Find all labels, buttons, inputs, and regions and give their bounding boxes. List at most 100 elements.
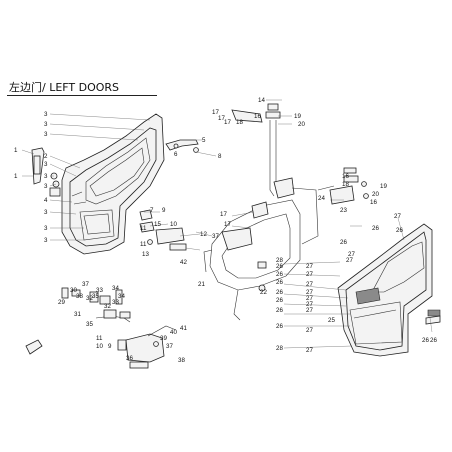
part-callout-c85: 35: [86, 321, 93, 328]
part-callout-c55: 27: [306, 271, 313, 278]
part-callout-c80: 35: [92, 293, 99, 300]
right-hinge-bracket: [329, 167, 369, 205]
part-callout-c84: 34: [118, 293, 125, 300]
part-callout-c5: 2: [44, 153, 48, 160]
part-callout-c71: 26: [430, 337, 437, 344]
lower-latch-assembly: [117, 325, 177, 369]
part-callout-c36: 37: [212, 233, 219, 240]
part-callout-c8: 3: [44, 173, 48, 180]
part-callout-c6: 3: [44, 161, 48, 168]
part-callout-c70: 26: [396, 227, 403, 234]
part-callout-c66: 27: [306, 307, 313, 314]
part-callout-c31: 16: [254, 113, 261, 120]
part-callout-c62: 26: [276, 307, 283, 314]
part-callout-c23: 12: [200, 231, 207, 238]
part-callout-c25: 42: [180, 259, 187, 266]
part-callout-c30: 18: [236, 119, 243, 126]
part-callout-c4: 1: [14, 147, 18, 154]
part-callout-c89: 11: [96, 335, 103, 342]
part-callout-c13: 3: [44, 237, 48, 244]
diagram-title-bar: 左边门/ LEFT DOORS: [7, 81, 157, 96]
part-callout-c64: 25: [328, 317, 335, 324]
part-callout-c50: 27: [346, 257, 353, 264]
part-callout-c41: 19: [380, 183, 387, 190]
part-callout-c52: 26: [276, 263, 283, 270]
left-door-panel: [61, 113, 165, 255]
part-callout-c32: 19: [294, 113, 301, 120]
part-callout-c68: 27: [306, 347, 313, 354]
part-callout-c46: 27: [394, 213, 401, 220]
door-frame-assembly: [203, 103, 335, 321]
part-callout-c77: 34: [112, 285, 119, 292]
part-callout-c22: 15: [154, 221, 161, 228]
part-callout-c19: 10: [170, 221, 177, 228]
part-callout-c72: 26: [422, 337, 429, 344]
part-callout-c93: 36: [126, 355, 133, 362]
part-callout-c40: 18: [342, 181, 349, 188]
part-callout-c44: 23: [340, 207, 347, 214]
part-callout-c10: 4: [44, 197, 48, 204]
part-callout-c91: 9: [108, 343, 112, 350]
part-callout-c37: 21: [198, 281, 205, 288]
part-callout-c29: 17: [224, 119, 231, 126]
part-callout-c35: 17: [224, 221, 231, 228]
part-callout-c94: 38: [178, 357, 185, 364]
part-callout-c59: 27: [306, 289, 313, 296]
part-callout-c38: 22: [260, 289, 267, 296]
diagram-title: 左边门/ LEFT DOORS: [9, 81, 120, 94]
part-callout-c11: 3: [44, 209, 48, 216]
part-callout-c51: 28: [276, 257, 283, 264]
part-callout-c18: 9: [162, 207, 166, 214]
part-callout-c63: 27: [306, 301, 313, 308]
part-callout-c67: 28: [276, 345, 283, 352]
latch-hardware: [25, 287, 131, 355]
leader-lines: [21, 99, 433, 349]
part-callout-c2: 3: [44, 121, 48, 128]
part-callout-c3: 3: [44, 131, 48, 138]
part-callout-c79: 38: [76, 293, 83, 300]
part-callout-c48: 26: [340, 239, 347, 246]
part-callout-c14: 5: [202, 137, 206, 144]
part-callout-c43: 24: [318, 195, 325, 202]
part-callout-c24: 13: [142, 251, 149, 258]
part-callout-c56: 26: [276, 279, 283, 286]
part-callout-c12: 3: [44, 225, 48, 232]
part-callout-c60: 26: [276, 297, 283, 304]
part-callout-c33: 20: [298, 121, 305, 128]
part-callout-c26: 14: [258, 97, 265, 104]
part-callout-c9: 3: [44, 183, 48, 190]
part-callout-c74: 30: [70, 287, 77, 294]
part-callout-c87: 40: [170, 329, 177, 336]
part-callout-c86: 41: [180, 325, 187, 332]
part-callout-c21: 11: [140, 241, 147, 248]
part-callout-c54: 27: [306, 263, 313, 270]
part-callout-c1: 3: [44, 111, 48, 118]
part-callout-c88: 39: [160, 335, 167, 342]
part-callout-c75: 32: [86, 295, 93, 302]
part-callout-c78: 29: [58, 299, 65, 306]
part-callout-c81: 31: [74, 311, 81, 318]
part-callout-c15: 6: [174, 151, 178, 158]
part-callout-c92: 37: [166, 343, 173, 350]
part-callout-c34: 17: [220, 211, 227, 218]
part-callout-c61: 27: [306, 295, 313, 302]
part-callout-c42: 20: [372, 191, 379, 198]
part-callout-c16: 8: [218, 153, 222, 160]
part-callout-c20: 11: [140, 225, 147, 232]
part-callout-c82: 32: [104, 303, 111, 310]
part-callout-c27: 17: [212, 109, 219, 116]
part-callout-c76: 33: [96, 287, 103, 294]
part-callout-c90: 10: [96, 343, 103, 350]
part-callout-c69: 27: [306, 327, 313, 334]
part-callout-c7: 1: [14, 173, 18, 180]
part-callout-c28: 17: [218, 115, 225, 122]
part-callout-c73: 37: [82, 281, 89, 288]
part-callout-c17: 7: [150, 207, 154, 214]
part-callout-c65: 26: [276, 323, 283, 330]
part-callout-c45: 16: [370, 199, 377, 206]
part-callout-c57: 27: [306, 281, 313, 288]
part-callout-c47: 26: [372, 225, 379, 232]
